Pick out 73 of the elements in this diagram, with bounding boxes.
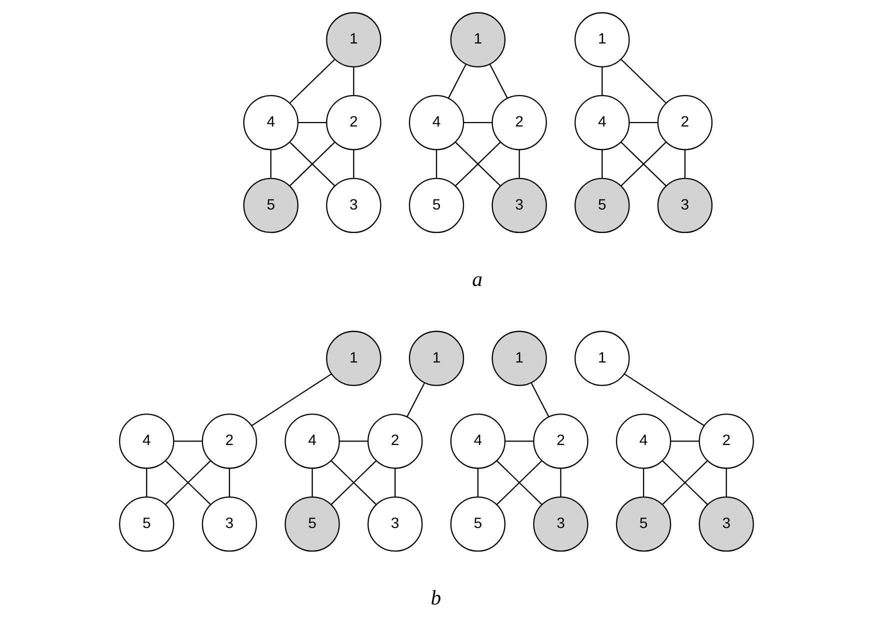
connector: [338, 440, 368, 442]
node-circle: 1: [450, 12, 506, 68]
node-circle: 2: [656, 95, 712, 150]
connector: [352, 66, 354, 96]
node-circle: 3: [491, 178, 546, 234]
node-circle: 4: [242, 95, 298, 150]
node-circle: 5: [118, 496, 174, 552]
node-circle: 3: [698, 496, 754, 552]
connector: [488, 64, 508, 98]
node-circle: 5: [615, 496, 671, 552]
connector: [662, 460, 708, 505]
node-circle: 1: [574, 330, 630, 386]
connector: [642, 468, 644, 496]
node-circle: 2: [326, 95, 381, 150]
connector: [298, 122, 326, 124]
node-circle: 5: [408, 178, 464, 234]
connector: [620, 142, 666, 186]
node-circle: 4: [118, 414, 174, 469]
node-circle: 4: [574, 95, 630, 150]
connector: [620, 59, 666, 104]
node-circle: 5: [242, 178, 298, 234]
node-circle: 4: [284, 414, 340, 469]
connector: [601, 66, 602, 96]
connector: [504, 440, 533, 442]
node-circle: 3: [366, 496, 422, 552]
connector: [435, 150, 437, 178]
connector: [406, 382, 425, 417]
node-circle: 2: [491, 95, 546, 150]
node-circle: 2: [532, 414, 588, 469]
node-circle: 5: [574, 178, 630, 234]
node-circle: 3: [326, 178, 381, 234]
label: b: [430, 587, 441, 610]
connector: [684, 150, 686, 178]
connector: [463, 122, 492, 124]
connector: [146, 468, 147, 496]
node-circle: 1: [574, 12, 630, 68]
node-circle: 4: [450, 414, 506, 469]
connector: [164, 460, 210, 505]
node-circle: 1: [408, 330, 464, 386]
connector: [270, 150, 271, 178]
connector: [251, 373, 332, 426]
connector: [601, 150, 602, 178]
node-circle: 1: [326, 12, 381, 68]
node-circle: 4: [615, 414, 671, 469]
connector: [560, 468, 561, 496]
node-circle: 3: [656, 178, 712, 234]
connector: [476, 468, 478, 496]
connector: [289, 142, 334, 186]
connector: [628, 122, 658, 124]
connector: [173, 440, 202, 442]
node-circle: 1: [326, 330, 381, 386]
node-circle: 2: [698, 414, 754, 469]
connector: [725, 468, 726, 496]
connector: [228, 468, 230, 496]
connector: [624, 373, 704, 426]
node-circle: 2: [201, 414, 257, 469]
connector: [670, 440, 698, 442]
node-circle: 3: [532, 496, 588, 552]
connector: [448, 64, 466, 98]
connector: [352, 150, 354, 178]
connector: [454, 142, 500, 186]
label: a: [472, 268, 482, 291]
node-circle: 3: [201, 496, 257, 552]
node-circle: 2: [366, 414, 422, 469]
node-circle: 4: [408, 95, 464, 150]
node-circle: 1: [491, 330, 546, 386]
connector: [530, 382, 549, 417]
node-circle: 5: [284, 496, 340, 552]
connector: [311, 468, 312, 496]
node-circle: 5: [450, 496, 506, 552]
connector: [394, 468, 396, 496]
connector: [518, 150, 520, 178]
connector: [289, 59, 334, 104]
